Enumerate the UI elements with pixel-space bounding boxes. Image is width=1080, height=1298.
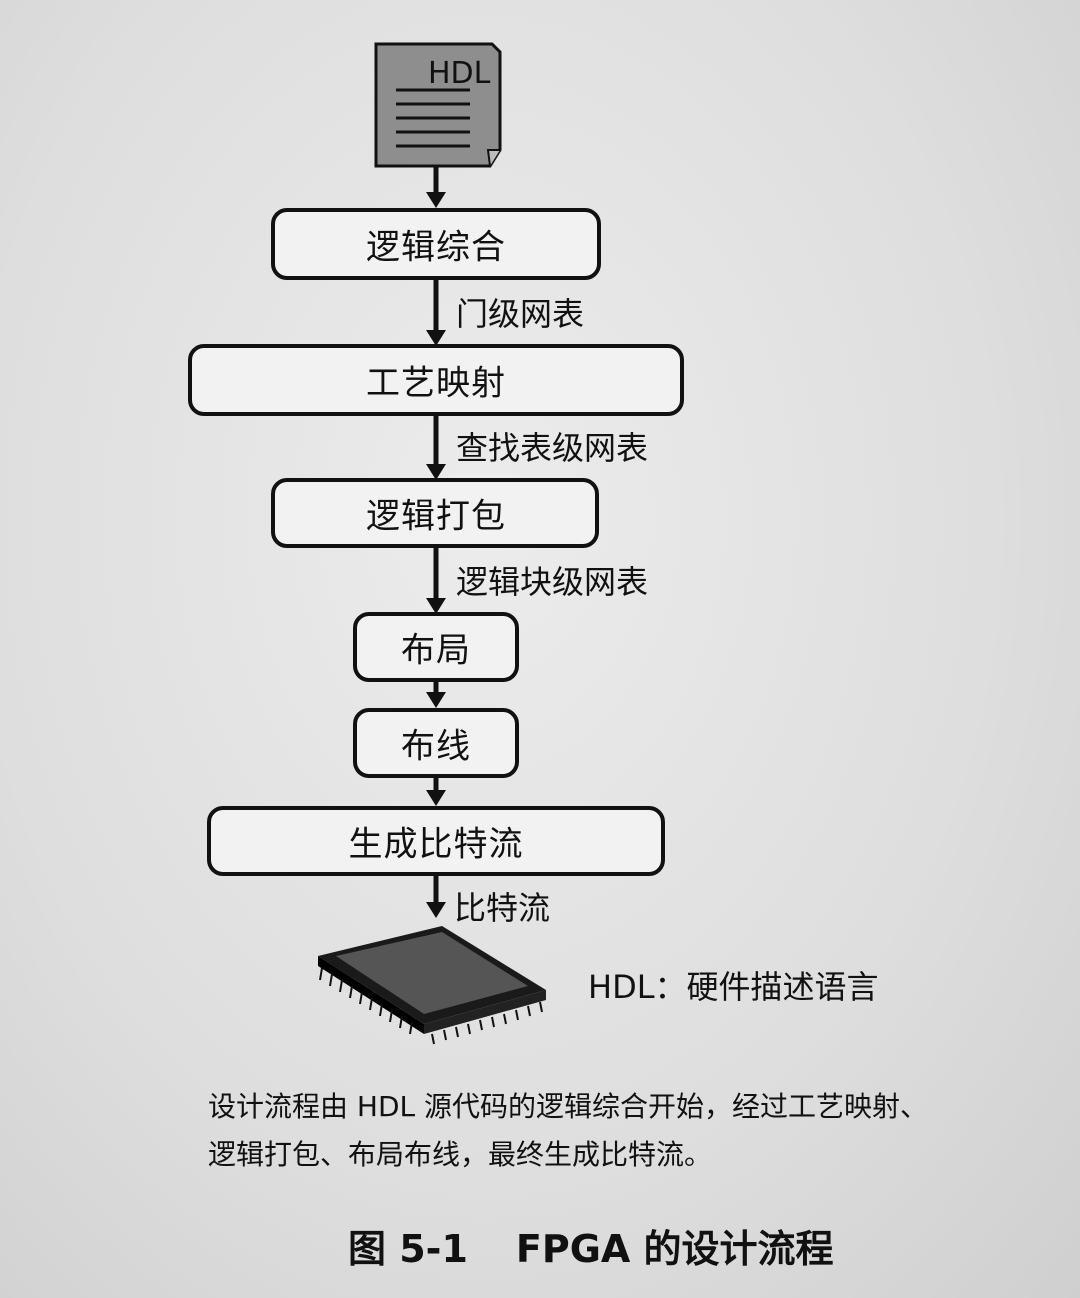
step-box-logic-packing — [271, 478, 599, 548]
step-boxes — [188, 208, 684, 876]
step-box-tech-mapping — [188, 344, 684, 416]
hdl-document-icon — [374, 42, 502, 168]
step-label-tech-mapping: 工艺映射 — [366, 363, 506, 404]
step-box-routing — [353, 708, 519, 778]
step-label-placement: 布局 — [401, 630, 471, 671]
figure-title-text: FPGA 的设计流程 — [515, 1227, 834, 1271]
edge-label-lut-netlist: 查找表级网表 — [456, 429, 649, 467]
figure-number: 图 5-1 — [348, 1227, 468, 1271]
step-label-bitstream-gen: 生成比特流 — [348, 824, 524, 865]
figure-title: 图 5-1 FPGA 的设计流程 — [348, 1218, 834, 1273]
edge-label-gate-netlist: 门级网表 — [456, 295, 585, 333]
hdl-legend: HDL：硬件描述语言 — [588, 968, 879, 1006]
flowchart — [188, 42, 684, 1045]
caption-line-2: 逻辑打包、布局布线，最终生成比特流。 — [208, 1138, 713, 1171]
step-label-logic-packing: 逻辑打包 — [366, 496, 506, 537]
step-label-logic-synthesis: 逻辑综合 — [366, 227, 506, 268]
hdl-doc-label: HDL — [428, 56, 491, 91]
fpga-chip-icon — [318, 926, 546, 1045]
step-box-placement — [353, 612, 519, 682]
flow-arrows — [426, 166, 446, 918]
step-box-bitstream-gen — [207, 806, 665, 876]
edge-label-block-netlist: 逻辑块级网表 — [456, 563, 649, 601]
step-label-routing: 布线 — [401, 726, 471, 767]
edge-label-bitstream: 比特流 — [454, 889, 551, 927]
step-box-logic-synthesis — [271, 208, 601, 280]
caption-line-1: 设计流程由 HDL 源代码的逻辑综合开始，经过工艺映射、 — [208, 1090, 929, 1123]
